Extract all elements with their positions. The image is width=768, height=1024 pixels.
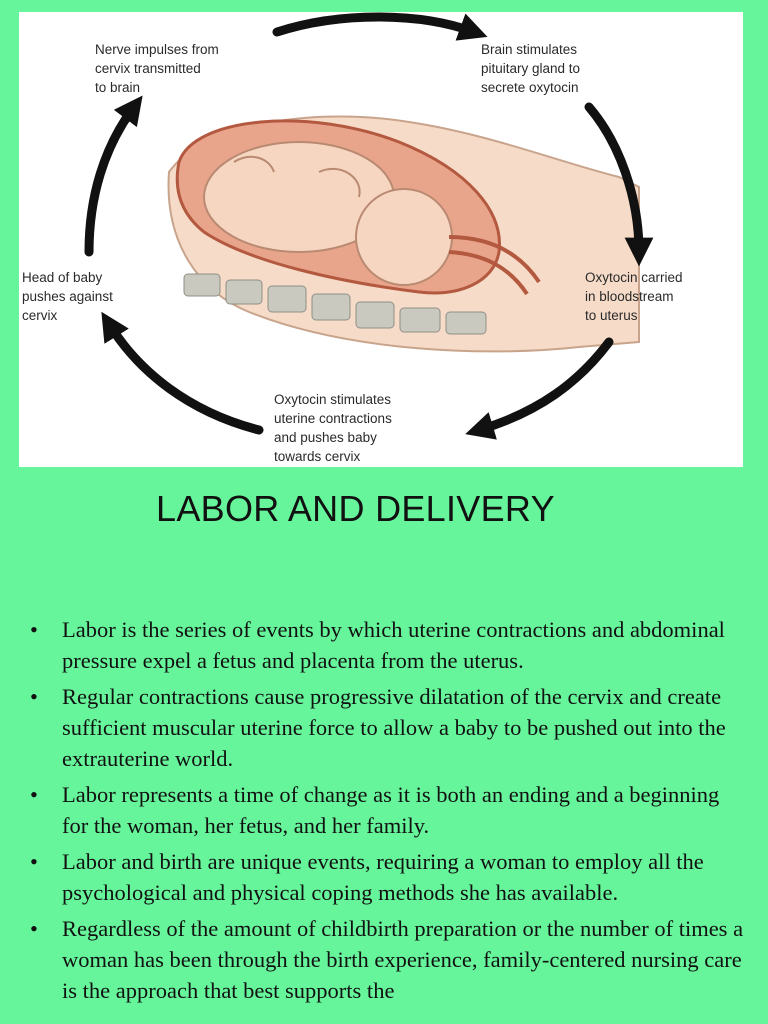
cycle-arrows [84,12,654,440]
list-item: • Labor and birth are unique events, requ… [30,846,750,908]
page-title: LABOR AND DELIVERY [156,488,555,529]
labor-feedback-diagram: Nerve impulses from cervix transmitted t… [19,12,743,467]
bullet-text: Regardless of the amount of childbirth p… [62,916,744,1003]
label-oxytocin-stimulates: Oxytocin stimulates uterine contractions… [274,392,392,464]
list-item: • Labor represents a time of change as it… [30,779,750,841]
bullet-text: Labor and birth are unique events, requi… [62,849,704,905]
bullet-text: Regular contractions cause progressive d… [62,684,726,771]
label-oxytocin-carried: Oxytocin carried in bloodstream to uteru… [585,270,683,323]
bullet-text: Labor represents a time of change as it … [62,782,720,838]
fetus-illustration [203,141,453,286]
bullet-marker: • [30,916,38,941]
mother-body-illustration [167,115,640,353]
label-head-of-baby: Head of baby pushes against cervix [22,270,113,323]
bullet-marker: • [30,849,38,874]
bullet-list: • Labor is the series of events by which … [30,614,750,1011]
label-nerve-impulses: Nerve impulses from cervix transmitted t… [95,42,219,95]
bullet-text: Labor is the series of events by which u… [62,617,725,673]
label-brain-stimulates: Brain stimulates pituitary gland to secr… [481,42,581,95]
bullet-marker: • [30,684,38,709]
list-item: • Regardless of the amount of childbirth … [30,913,750,1006]
list-item: • Regular contractions cause progressive … [30,681,750,774]
bullet-marker: • [30,617,38,642]
diagram-illustration [84,12,654,440]
list-item: • Labor is the series of events by which … [30,614,750,676]
spine-illustration [183,273,487,335]
bullet-marker: • [30,782,38,807]
